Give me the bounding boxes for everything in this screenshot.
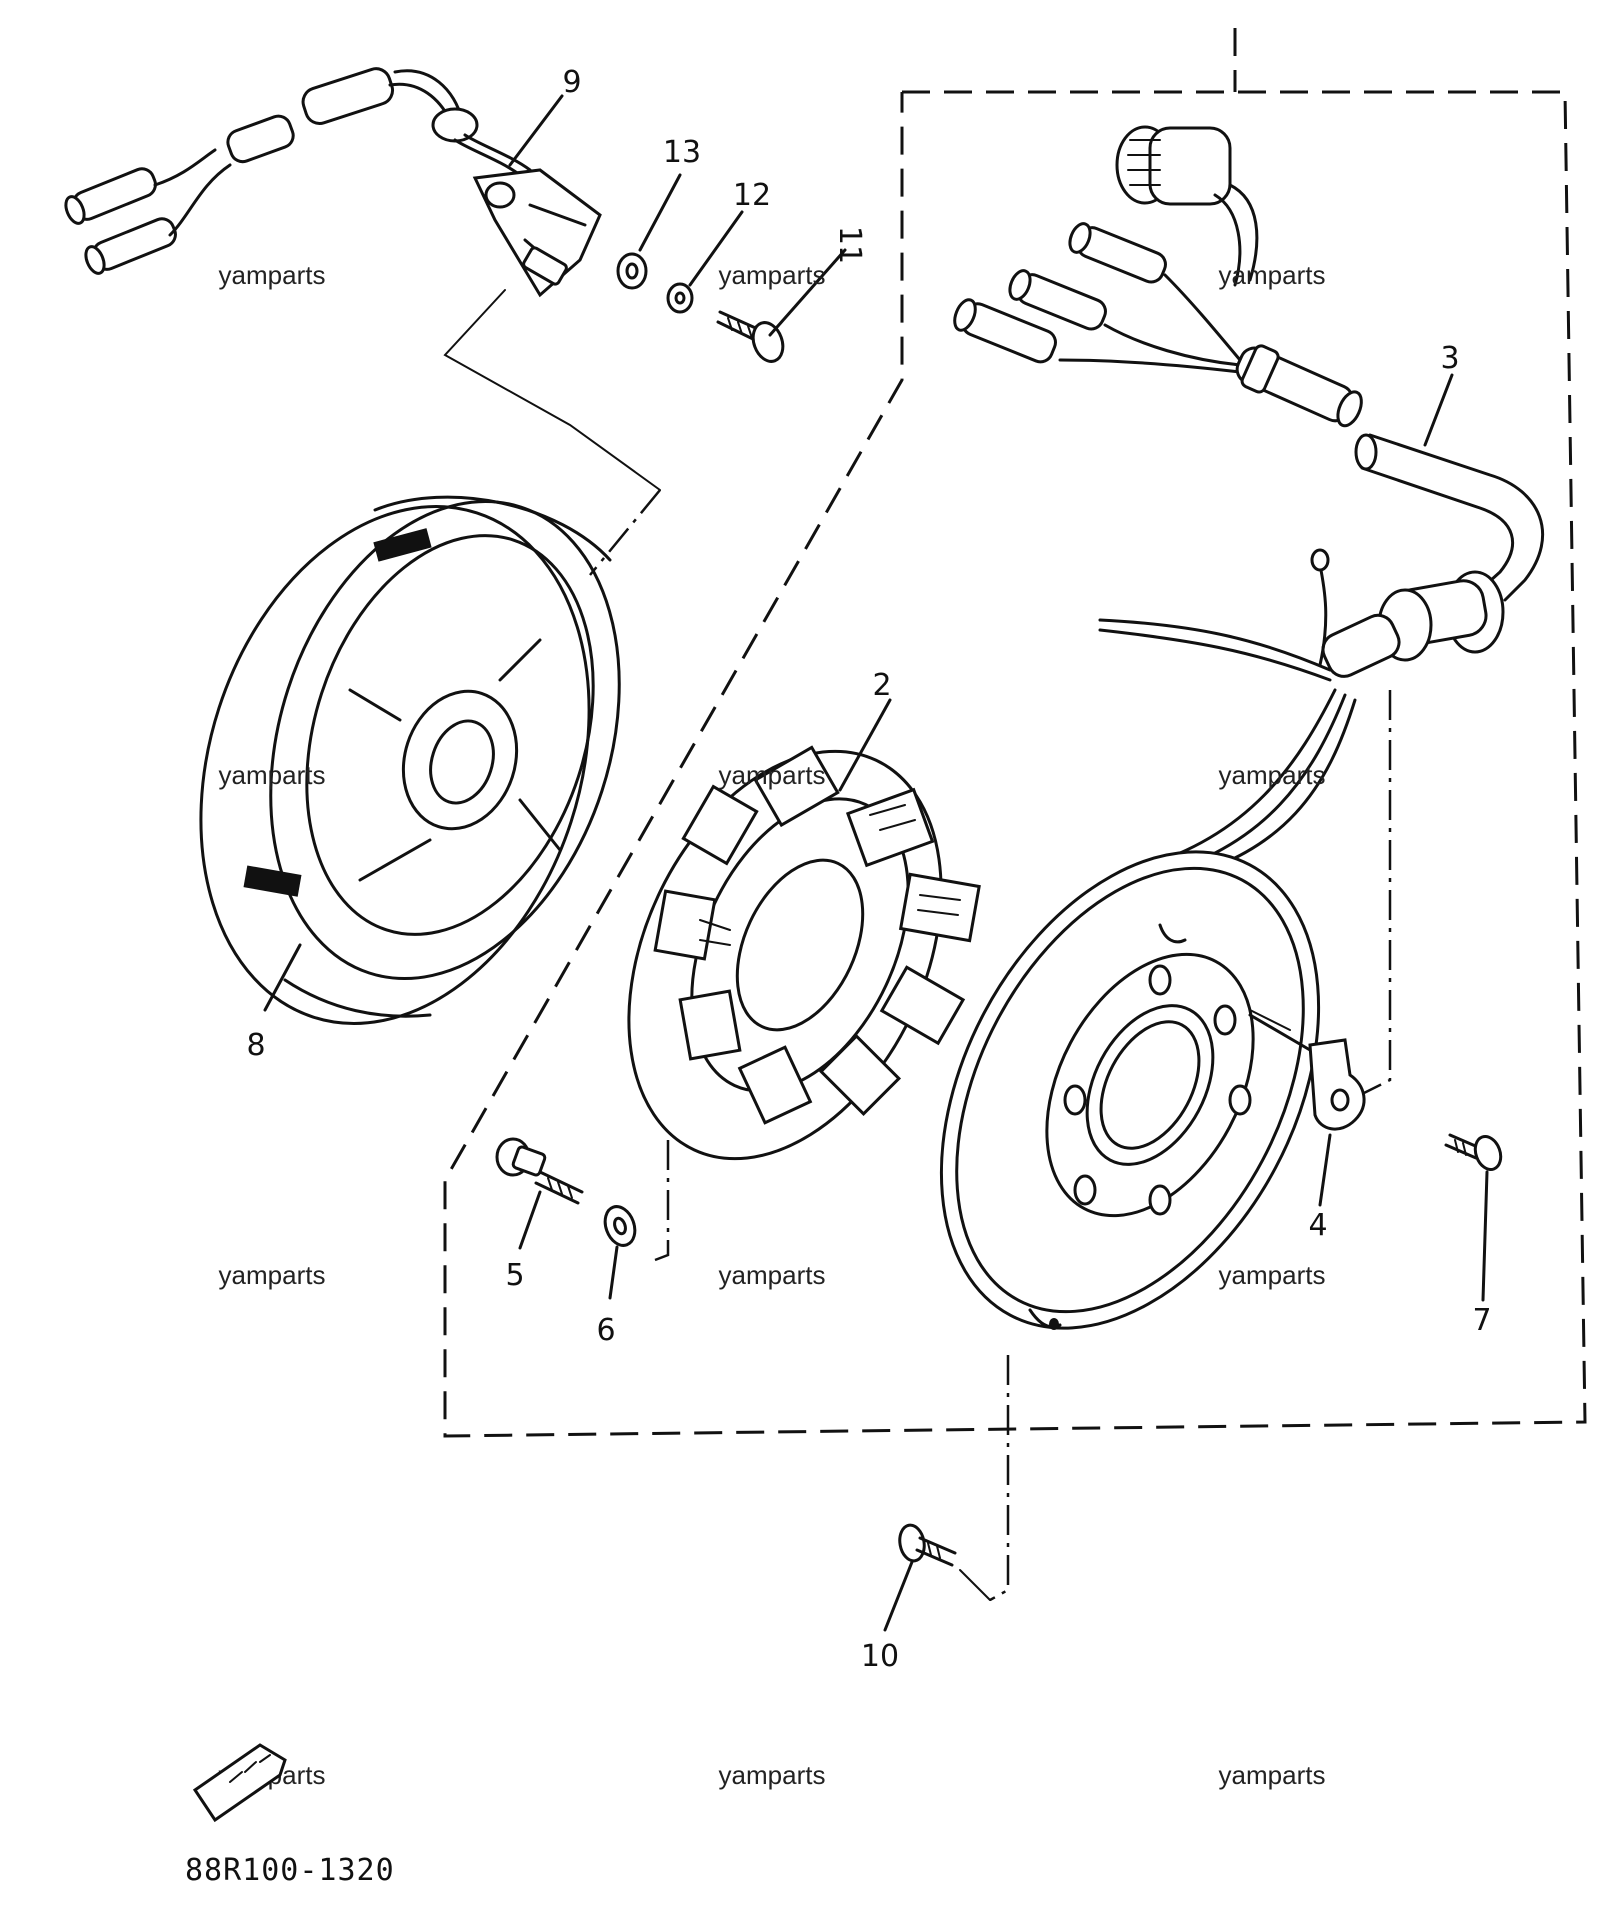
callout-10: 10: [861, 1639, 899, 1674]
clamp-part-4: [1248, 1013, 1366, 1207]
screw-part-11: [716, 310, 785, 363]
callout-5: 5: [505, 1258, 524, 1293]
callout-11: 11: [832, 226, 867, 264]
wire-harness-part-3: [953, 125, 1544, 1102]
washer-part-6: [603, 1205, 637, 1300]
leader-lines: [508, 94, 1454, 792]
screw-part-7: [1444, 1133, 1503, 1302]
screw-part-10: [883, 1523, 991, 1632]
watermark: yamparts: [219, 760, 326, 790]
callout-3: 3: [1440, 341, 1459, 376]
callout-9: 9: [562, 65, 581, 100]
watermark: yamparts: [719, 260, 826, 290]
washer-part-12: [666, 282, 694, 314]
stator-part-2: [627, 745, 981, 1262]
callout-8: 8: [246, 1028, 265, 1063]
assembly-boundary: [443, 28, 1587, 1438]
figure-code: 88R100-1320: [185, 1853, 395, 1888]
callout-12: 12: [733, 178, 771, 213]
watermark: yamparts: [719, 1760, 826, 1790]
nut-part-13: [616, 252, 648, 290]
watermark: yamparts: [719, 760, 826, 790]
flywheel-part-8: [199, 495, 621, 1025]
watermark: yamparts: [1219, 760, 1326, 790]
pickup-coil-part-9: [64, 67, 661, 576]
watermark: yamparts: [1219, 260, 1326, 290]
callout-2: 2: [872, 668, 891, 703]
callout-7: 7: [1472, 1303, 1491, 1338]
reference-symbol-icon: [192, 1743, 287, 1823]
watermark: yamparts: [719, 1260, 826, 1290]
callout-13: 13: [663, 135, 701, 170]
callout-6: 6: [596, 1313, 615, 1348]
stator-base-plate: [939, 850, 1321, 1602]
bolt-part-5: [495, 1137, 584, 1250]
watermark: yamparts: [1219, 1260, 1326, 1290]
callout-4: 4: [1308, 1208, 1327, 1243]
watermark: yamparts: [1219, 1760, 1326, 1790]
watermark: yamparts: [219, 260, 326, 290]
watermark: yamparts: [219, 1260, 326, 1290]
callouts: 2 3 4 5 6 7 8 9 10 11 12 13: [246, 65, 1491, 1674]
